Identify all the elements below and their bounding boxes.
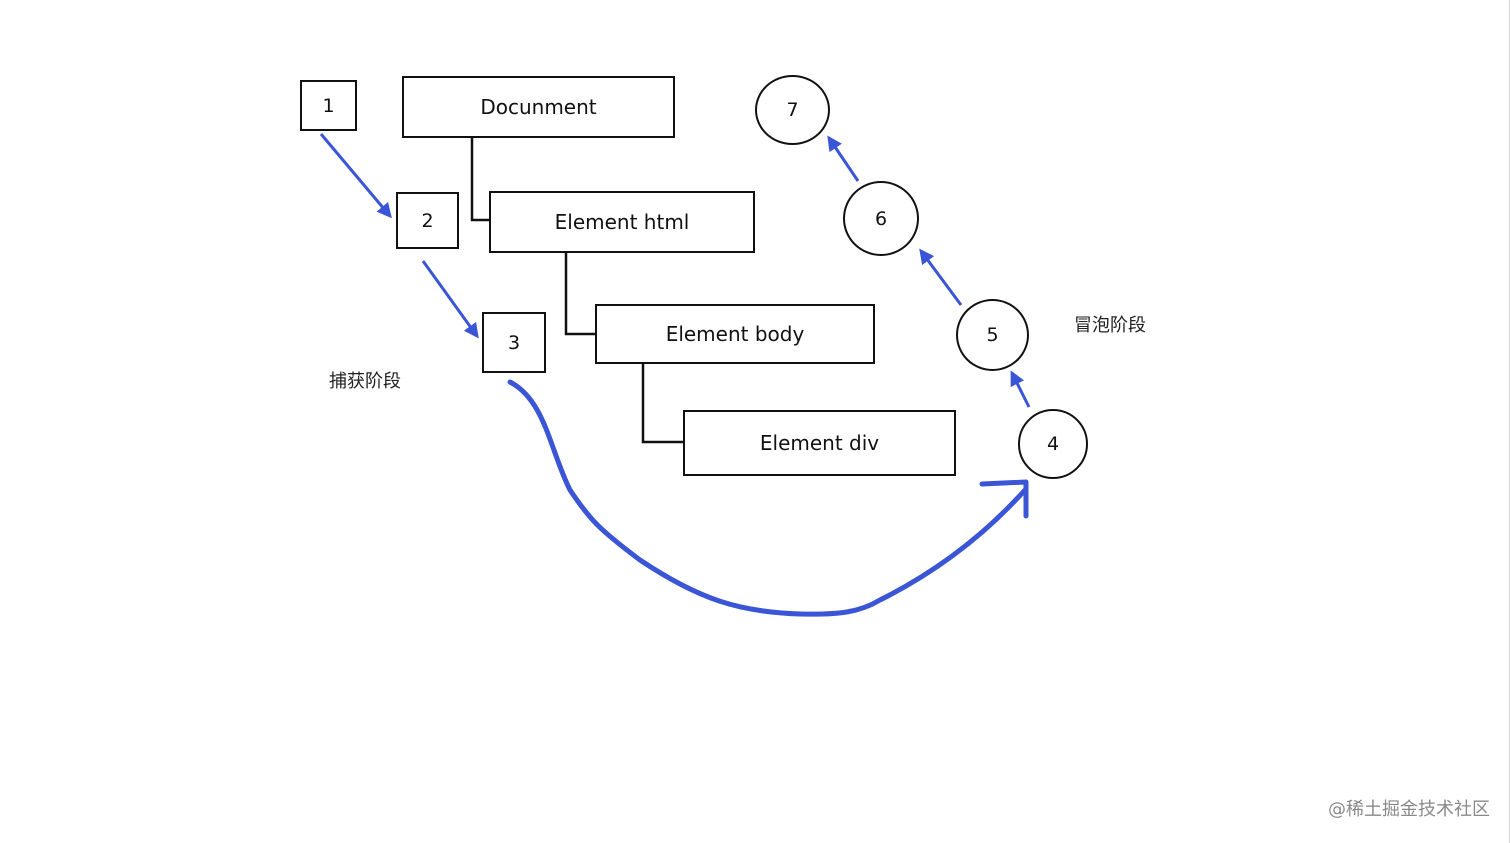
page-edge-divider	[1509, 0, 1510, 843]
arrow-4-to-5	[1010, 370, 1031, 408]
tree-link-html-body	[564, 252, 596, 336]
arrow-5-to-6	[919, 248, 963, 306]
arrow-2-to-3	[421, 260, 479, 339]
bubble-step-4-label: 4	[1046, 433, 1060, 455]
capture-phase-label: 捕获阶段	[329, 371, 401, 392]
capture-step-1: 1	[300, 80, 357, 131]
capture-step-3-label: 3	[507, 331, 521, 354]
arrow-3-to-4-head	[979, 479, 1029, 519]
node-element-body-label: Element body	[665, 322, 805, 346]
arrow-3-to-4-curve	[507, 379, 1028, 617]
capture-step-1-label: 1	[322, 94, 335, 117]
capture-step-3: 3	[482, 312, 546, 373]
bubble-step-5: 5	[956, 299, 1029, 371]
watermark: @稀土掘金技术社区	[1328, 799, 1490, 820]
node-element-html: Element html	[489, 191, 755, 253]
capture-step-2-label: 2	[421, 209, 434, 232]
bubble-step-4: 4	[1018, 409, 1088, 479]
node-element-div: Element div	[683, 410, 956, 476]
node-element-html-label: Element html	[554, 210, 690, 234]
bubble-step-7-label: 7	[786, 99, 799, 121]
bubble-step-5-label: 5	[986, 324, 999, 346]
capture-step-2: 2	[396, 192, 459, 249]
node-document-label: Docunment	[480, 95, 597, 119]
tree-link-document-html	[470, 138, 490, 222]
tree-link-body-div	[641, 364, 684, 444]
bubble-phase-label: 冒泡阶段	[1074, 315, 1146, 336]
bubble-step-6: 6	[843, 181, 919, 256]
bubble-step-6-label: 6	[874, 207, 888, 230]
arrow-6-to-7	[827, 135, 860, 182]
bubble-step-7: 7	[755, 75, 830, 145]
node-element-body: Element body	[595, 304, 875, 364]
node-document: Docunment	[402, 76, 675, 138]
arrow-1-to-2	[319, 133, 392, 219]
node-element-div-label: Element div	[759, 431, 880, 455]
